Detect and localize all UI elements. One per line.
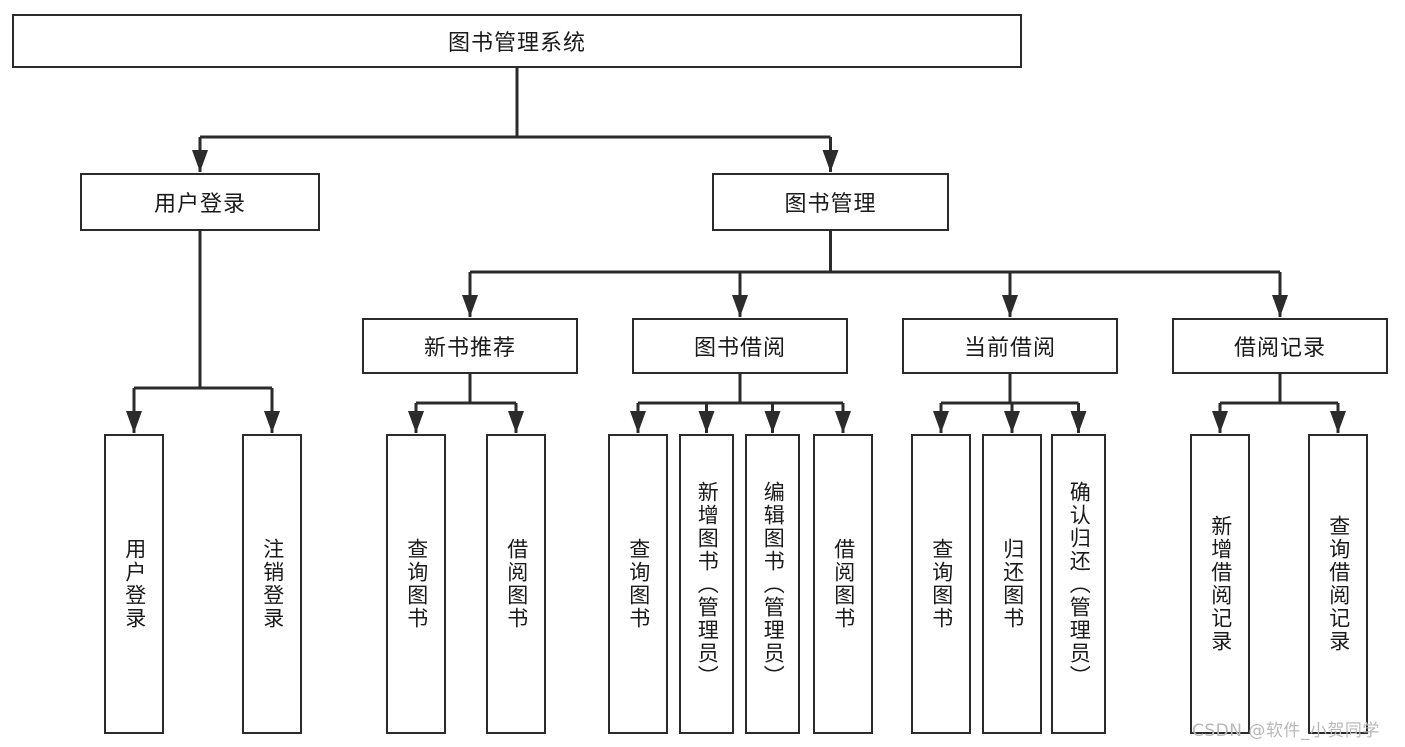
node-leaf-bw-query[interactable]: 查询图书: [608, 434, 668, 734]
node-label: 借阅记录: [1233, 336, 1326, 361]
node-leaf-user-login[interactable]: 用户登录: [104, 434, 164, 734]
node-leaf-cur-query[interactable]: 查询图书: [911, 434, 971, 734]
arrowhead-icon: [408, 411, 424, 433]
arrowhead-icon: [1272, 295, 1288, 317]
node-label: 确认归还（管理员）: [1067, 480, 1092, 688]
node-label: 借阅图书: [831, 538, 856, 630]
node-leaf-cur-confirm[interactable]: 确认归还（管理员）: [1051, 434, 1106, 734]
arrowhead-icon: [1004, 411, 1020, 433]
node-label: 新书推荐: [423, 336, 516, 361]
node-label: 用户登录: [122, 538, 147, 630]
arrowhead-icon: [732, 295, 748, 317]
arrowhead-icon: [192, 150, 208, 172]
node-label: 新增借阅记录: [1208, 515, 1233, 653]
node-label: 注销登录: [260, 538, 285, 630]
arrowhead-icon: [1212, 411, 1228, 433]
node-label: 查询图书: [404, 538, 429, 630]
node-leaf-bw-add[interactable]: 新增图书（管理员）: [679, 434, 734, 734]
arrowhead-icon: [630, 411, 646, 433]
node-label: 图书借阅: [693, 336, 786, 361]
node-leaf-bw-edit[interactable]: 编辑图书（管理员）: [745, 434, 800, 734]
node-leaf-rec-query[interactable]: 查询借阅记录: [1308, 434, 1368, 734]
node-leaf-nb-borrow[interactable]: 借阅图书: [486, 434, 546, 734]
node-bookmgr[interactable]: 图书管理: [712, 173, 949, 231]
arrowhead-icon: [264, 411, 280, 433]
node-label: 图书管理系统: [447, 31, 586, 56]
node-label: 图书管理: [784, 192, 877, 217]
arrowhead-icon: [508, 411, 524, 433]
node-label: 查询图书: [626, 538, 651, 630]
node-leaf-bw-borrow[interactable]: 借阅图书: [813, 434, 873, 734]
arrowhead-icon: [835, 411, 851, 433]
node-leaf-nb-query[interactable]: 查询图书: [386, 434, 446, 734]
arrowhead-icon: [462, 295, 478, 317]
arrowhead-icon: [933, 411, 949, 433]
arrowhead-icon: [698, 411, 715, 433]
arrowhead-icon: [822, 150, 839, 172]
node-login[interactable]: 用户登录: [80, 173, 320, 231]
arrowhead-icon: [764, 411, 781, 433]
watermark: CSDN @软件_小贺同学: [1192, 721, 1380, 741]
node-leaf-user-logout[interactable]: 注销登录: [242, 434, 302, 734]
node-newbook[interactable]: 新书推荐: [362, 318, 578, 374]
node-leaf-cur-return[interactable]: 归还图书: [982, 434, 1042, 734]
node-borrow[interactable]: 图书借阅: [632, 318, 848, 374]
node-label: 编辑图书（管理员）: [761, 480, 786, 688]
node-root[interactable]: 图书管理系统: [12, 14, 1022, 68]
node-label: 新增图书（管理员）: [695, 480, 720, 688]
node-label: 归还图书: [1000, 538, 1025, 630]
arrowhead-icon: [126, 411, 142, 433]
node-label: 当前借阅: [963, 336, 1056, 361]
node-current[interactable]: 当前借阅: [902, 318, 1118, 374]
arrowhead-icon: [1070, 411, 1087, 433]
arrowhead-icon: [1330, 411, 1346, 433]
node-label: 查询借阅记录: [1326, 515, 1351, 653]
node-leaf-rec-add[interactable]: 新增借阅记录: [1190, 434, 1250, 734]
node-label: 用户登录: [153, 192, 246, 217]
node-label: 查询图书: [929, 538, 954, 630]
arrowhead-icon: [1002, 295, 1018, 317]
node-records[interactable]: 借阅记录: [1172, 318, 1388, 374]
node-label: 借阅图书: [504, 538, 529, 630]
